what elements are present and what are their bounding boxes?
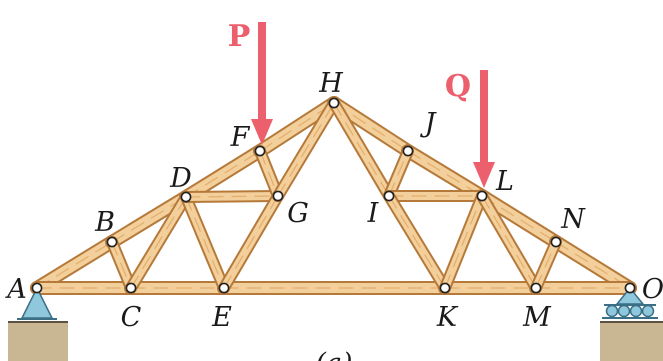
node-label-E: E — [211, 302, 232, 333]
member-HI — [328, 97, 395, 202]
member-CD — [125, 191, 192, 294]
joint-I — [383, 190, 395, 202]
member-LN — [475, 189, 563, 249]
node-label-A: A — [4, 274, 27, 305]
joint-C — [125, 282, 137, 294]
member-GH — [272, 97, 340, 202]
joint-H — [328, 97, 340, 109]
joint-B — [106, 236, 118, 248]
member-HJ — [327, 96, 415, 158]
node-label-F: F — [230, 122, 251, 153]
member-layer — [30, 96, 637, 295]
node-label-N: N — [560, 204, 586, 235]
joint-D — [180, 191, 192, 203]
member-DG — [180, 190, 284, 203]
ground-left — [8, 322, 68, 361]
member-MN — [530, 236, 562, 294]
node-label-C: C — [121, 302, 142, 333]
node-label-O: O — [642, 274, 663, 305]
joint-M — [530, 282, 542, 294]
roller-support-O — [602, 286, 658, 319]
member-BC — [106, 236, 137, 294]
member-KL — [439, 190, 488, 294]
joint-A — [31, 282, 43, 294]
ground-right — [600, 322, 663, 361]
member-JL — [401, 144, 489, 203]
member-FG — [254, 145, 284, 202]
load-arrow-P — [251, 22, 273, 145]
node-label-G: G — [287, 198, 309, 229]
member-NO — [549, 235, 637, 295]
ground-layer — [8, 321, 663, 361]
joint-N — [550, 236, 562, 248]
node-label-D: D — [169, 163, 192, 194]
load-label-P: P — [228, 19, 251, 54]
member-DE — [180, 191, 230, 294]
member-AB — [30, 235, 119, 295]
member-FH — [253, 96, 341, 158]
pin-support-A — [17, 286, 57, 320]
member-IJ — [383, 145, 414, 202]
member-BD — [105, 190, 193, 249]
joint-L — [476, 190, 488, 202]
joint-K — [439, 282, 451, 294]
joint-G — [272, 190, 284, 202]
load-label-Q: Q — [445, 69, 471, 104]
node-label-I: I — [367, 198, 380, 229]
joint-E — [218, 282, 230, 294]
node-label-L: L — [495, 166, 514, 197]
member-EG — [218, 190, 284, 294]
figure-caption: (a) — [315, 348, 352, 361]
node-layer — [31, 97, 636, 294]
joint-F — [254, 145, 266, 157]
node-label-M: M — [522, 302, 552, 333]
support-layer — [17, 286, 658, 320]
load-layer: PQ — [228, 19, 495, 188]
member-LM — [476, 190, 542, 294]
joint-J — [402, 145, 414, 157]
member-DF — [179, 144, 267, 204]
node-label-B: B — [94, 207, 115, 238]
node-label-K: K — [436, 302, 459, 333]
member-IK — [383, 190, 451, 294]
joint-O — [624, 282, 636, 294]
node-label-H: H — [318, 68, 343, 99]
node-label-J: J — [420, 108, 438, 139]
label-layer: A B C D E F G H I J K L M N O — [4, 68, 663, 333]
load-arrow-Q — [473, 70, 495, 188]
